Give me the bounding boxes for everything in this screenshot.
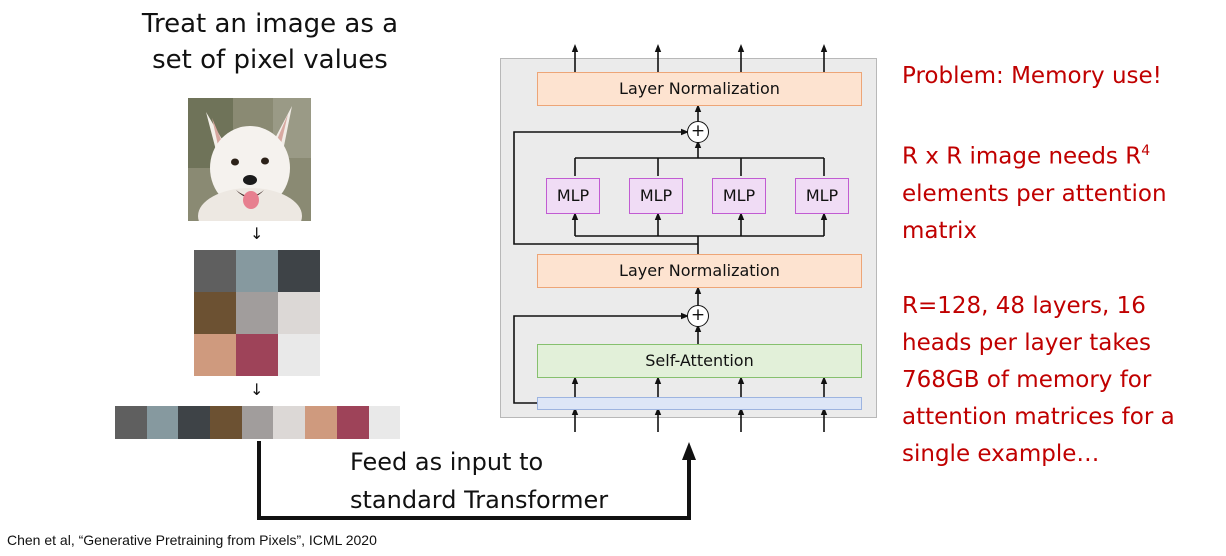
memory-need-text: R x R image needs R4 elements per attent… <box>902 133 1167 250</box>
mlp-3: MLP <box>712 178 766 214</box>
left-title-line2: set of pixel values <box>152 45 388 75</box>
memory-example-line: R=128, 48 layers, 16 <box>902 293 1146 319</box>
pixel-cell <box>236 292 278 334</box>
dog-photo <box>188 98 311 221</box>
feed-caption-line2: standard Transformer <box>350 486 609 514</box>
mlp-4: MLP <box>795 178 849 214</box>
pixel-cell <box>236 250 278 292</box>
pixel-token <box>115 406 147 439</box>
memory-example-line: 768GB of memory for <box>902 367 1152 393</box>
pixel-grid <box>194 250 320 376</box>
citation: Chen et al, “Generative Pretraining from… <box>7 532 377 548</box>
pixel-sequence <box>115 406 401 439</box>
pixel-cell <box>278 292 320 334</box>
feed-caption-line1: Feed as input to <box>350 448 544 476</box>
pixel-cell <box>194 250 236 292</box>
pixel-cell <box>194 334 236 376</box>
top-layer-norm: Layer Normalization <box>537 72 862 106</box>
down-arrow-icon: ↓ <box>250 380 264 399</box>
pixel-cell <box>278 250 320 292</box>
bottom-residual-add-icon: + <box>687 305 709 327</box>
memory-example-line: heads per layer takes <box>902 330 1151 356</box>
pixel-cell <box>236 334 278 376</box>
input-embedding-bar <box>537 397 862 410</box>
feed-caption: Feed as input to standard Transformer <box>350 443 608 519</box>
pixel-token <box>178 406 211 439</box>
top-residual-add-icon: + <box>687 121 709 143</box>
memory-example-line: single example… <box>902 441 1100 467</box>
down-arrow-icon: ↓ <box>250 224 264 243</box>
memory-example-line: attention matrices for a <box>902 404 1175 430</box>
pixel-token <box>368 406 401 439</box>
left-title-line1: Treat an image as a <box>141 9 399 39</box>
memory-need-line2: elements per attention <box>902 180 1167 207</box>
mlp-1: MLP <box>546 178 600 214</box>
self-attention-block: Self-Attention <box>537 344 862 378</box>
memory-need-line3: matrix <box>902 217 977 244</box>
pixel-token <box>305 406 337 439</box>
memory-need-line1: R x R image needs R4 <box>902 133 1167 176</box>
pixel-token <box>241 406 274 439</box>
mid-layer-norm: Layer Normalization <box>537 254 862 288</box>
pixel-token <box>210 406 242 439</box>
left-title: Treat an image as a set of pixel values <box>100 6 440 78</box>
pixel-token <box>273 406 306 439</box>
pixel-token <box>146 406 179 439</box>
feed-arrow <box>257 441 696 520</box>
memory-need-prefix: R x R image needs R <box>902 143 1142 170</box>
problem-text: Problem: Memory use! <box>902 58 1162 95</box>
memory-example-text: R=128, 48 layers, 16 heads per layer tak… <box>902 288 1175 473</box>
memory-need-exponent: 4 <box>1141 143 1151 159</box>
pixel-cell <box>278 334 320 376</box>
pixel-cell <box>194 292 236 334</box>
mlp-2: MLP <box>629 178 683 214</box>
pixel-token <box>336 406 369 439</box>
problem-line: Problem: Memory use! <box>902 63 1162 89</box>
